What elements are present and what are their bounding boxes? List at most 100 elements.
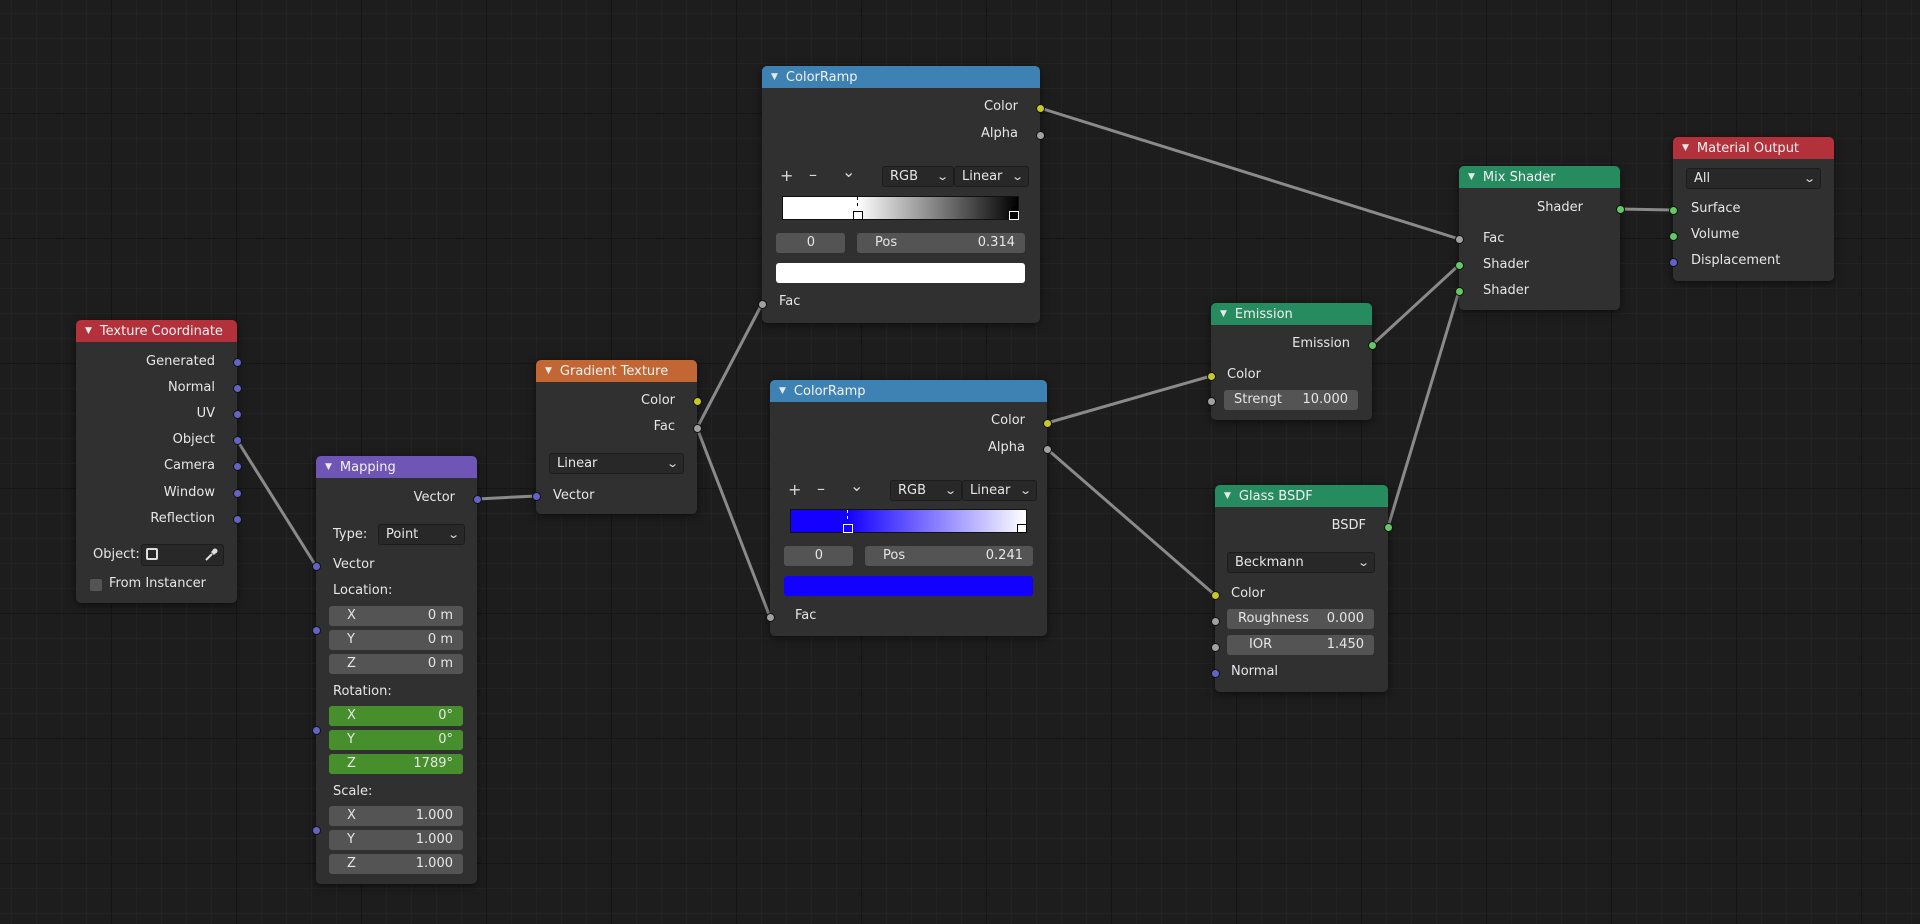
socket-glass-in-roughness[interactable] [1210, 616, 1220, 626]
socket-reflection[interactable] [232, 514, 242, 524]
color-ramp-bar[interactable] [790, 509, 1027, 533]
socket-output-surface[interactable] [1668, 205, 1678, 215]
collapse-arrow-icon[interactable]: ▼ [779, 386, 786, 396]
material-output-header[interactable]: ▼ Material Output [1673, 137, 1834, 159]
remove-stop-button[interactable]: – [817, 479, 825, 498]
ramp-menu-button[interactable]: ⌄ [850, 476, 864, 495]
socket-gradient-out-fac[interactable] [692, 423, 702, 433]
socket-ramp-top-in-fac[interactable] [757, 299, 767, 309]
socket-glass-out-bsdf[interactable] [1383, 522, 1393, 532]
socket-emission-in-strength[interactable] [1206, 396, 1216, 406]
socket-emission-out[interactable] [1367, 340, 1377, 350]
collapse-arrow-icon[interactable]: ▼ [771, 72, 778, 82]
gradient-texture-node[interactable]: ▼ Gradient Texture Color Fac Linear ⌄ Ve… [536, 360, 697, 514]
ramp-stop[interactable] [1017, 519, 1027, 533]
collapse-arrow-icon[interactable]: ▼ [1224, 491, 1231, 501]
collapse-arrow-icon[interactable]: ▼ [1220, 309, 1227, 319]
socket-output-displacement[interactable] [1668, 257, 1678, 267]
socket-ramp-bottom-out-color[interactable] [1042, 418, 1052, 428]
object-picker-field[interactable] [141, 544, 224, 566]
interpolation-dropdown[interactable]: Linear ⌄ [954, 166, 1029, 187]
ramp-menu-button[interactable]: ⌄ [842, 162, 856, 181]
texture-coordinate-node[interactable]: ▼ Texture Coordinate Generated Normal UV… [76, 320, 237, 603]
colorramp-top-node[interactable]: ▼ ColorRamp Color Alpha + – ⌄ RGB ⌄ Line… [762, 66, 1040, 323]
socket-ramp-bottom-in-fac[interactable] [765, 612, 775, 622]
stop-color-swatch[interactable] [776, 263, 1025, 283]
socket-output-volume[interactable] [1668, 231, 1678, 241]
socket-mapping-location[interactable] [311, 625, 321, 635]
gradient-type-dropdown[interactable]: Linear ⌄ [549, 453, 684, 474]
socket-mapping-scale[interactable] [311, 825, 321, 835]
glass-bsdf-node[interactable]: ▼ Glass BSDF BSDF Beckmann ⌄ Color Rough… [1215, 485, 1388, 692]
mapping-header[interactable]: ▼ Mapping [316, 456, 477, 478]
mix-shader-header[interactable]: ▼ Mix Shader [1459, 166, 1620, 188]
glass-bsdf-header[interactable]: ▼ Glass BSDF [1215, 485, 1388, 507]
socket-mix-in-fac[interactable] [1454, 234, 1464, 244]
render-target-dropdown[interactable]: All ⌄ [1686, 168, 1821, 189]
socket-mix-in-shader-1[interactable] [1454, 260, 1464, 270]
stop-color-swatch[interactable] [784, 576, 1033, 596]
distribution-dropdown[interactable]: Beckmann ⌄ [1227, 552, 1375, 573]
socket-emission-in-color[interactable] [1206, 371, 1216, 381]
socket-camera[interactable] [232, 461, 242, 471]
color-mode-dropdown[interactable]: RGB ⌄ [890, 480, 962, 501]
socket-normal[interactable] [232, 383, 242, 393]
colorramp-top-header[interactable]: ▼ ColorRamp [762, 66, 1040, 88]
mix-shader-node[interactable]: ▼ Mix Shader Shader Fac Shader Shader [1459, 166, 1620, 310]
eyedropper-icon[interactable] [204, 548, 218, 562]
socket-glass-in-ior[interactable] [1210, 642, 1220, 652]
socket-glass-in-color[interactable] [1210, 590, 1220, 600]
ramp-stop[interactable] [1009, 206, 1019, 220]
from-instancer-checkbox[interactable] [90, 579, 102, 591]
collapse-arrow-icon[interactable]: ▼ [1682, 143, 1689, 153]
collapse-arrow-icon[interactable]: ▼ [545, 366, 552, 376]
emission-header[interactable]: ▼ Emission [1211, 303, 1372, 325]
socket-ramp-bottom-out-alpha[interactable] [1042, 444, 1052, 454]
collapse-arrow-icon[interactable]: ▼ [85, 326, 92, 336]
colorramp-bottom-header[interactable]: ▼ ColorRamp [770, 380, 1047, 402]
socket-mapping-in-vector[interactable] [311, 561, 321, 571]
socket-mix-in-shader-2[interactable] [1454, 286, 1464, 296]
collapse-arrow-icon[interactable]: ▼ [1468, 172, 1475, 182]
mapping-node[interactable]: ▼ Mapping Vector Type: Point ⌄ Vector Lo… [316, 456, 477, 884]
socket-window[interactable] [232, 488, 242, 498]
socket-uv[interactable] [232, 409, 242, 419]
color-mode-dropdown[interactable]: RGB ⌄ [882, 166, 954, 187]
colorramp-bottom-node[interactable]: ▼ ColorRamp Color Alpha + – ⌄ RGB ⌄ Line… [770, 380, 1047, 636]
socket-gradient-in-vector[interactable] [531, 491, 541, 501]
type-dropdown[interactable]: Point ⌄ [378, 524, 465, 545]
texture-coordinate-header[interactable]: ▼ Texture Coordinate [76, 320, 237, 342]
color-ramp-bar[interactable] [782, 196, 1019, 220]
interpolation-dropdown[interactable]: Linear ⌄ [962, 480, 1037, 501]
socket-mapping-rotation[interactable] [311, 725, 321, 735]
socket-glass-in-normal[interactable] [1210, 668, 1220, 678]
socket-gradient-out-color[interactable] [692, 396, 702, 406]
gradient-texture-header[interactable]: ▼ Gradient Texture [536, 360, 697, 382]
material-output-node[interactable]: ▼ Material Output All ⌄ Surface Volume D… [1673, 137, 1834, 281]
ramp-stop-selected[interactable] [853, 206, 863, 220]
add-stop-button[interactable]: + [788, 480, 802, 499]
stop-index-field[interactable]: 0 [776, 233, 845, 253]
socket-ramp-top-out-color[interactable] [1035, 103, 1045, 113]
collapse-arrow-icon[interactable]: ▼ [325, 462, 332, 472]
ramp-stop-selected[interactable] [843, 519, 853, 533]
socket-ramp-top-out-alpha[interactable] [1035, 130, 1045, 140]
remove-stop-button[interactable]: – [809, 165, 817, 184]
socket-generated[interactable] [232, 357, 242, 367]
socket-mix-out-shader[interactable] [1615, 204, 1625, 214]
